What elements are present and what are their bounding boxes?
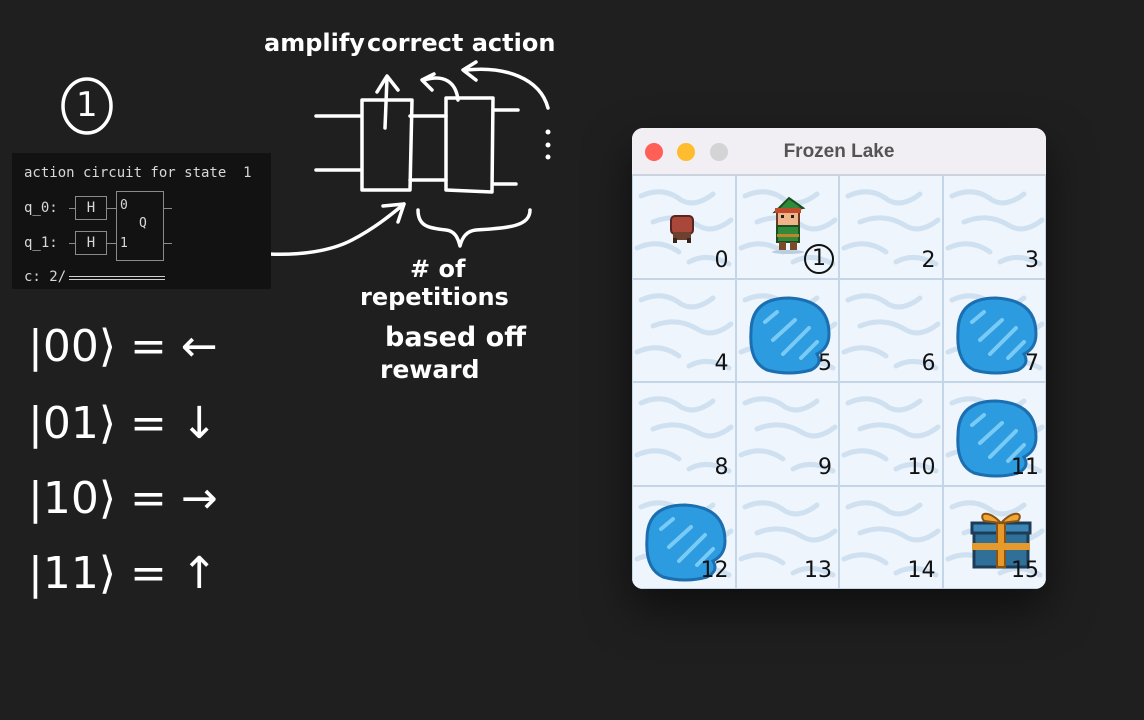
repetitions-note-2: repetitions [360, 283, 509, 311]
board-cell-3: 3 [942, 175, 1046, 279]
cell-number: 13 [804, 558, 832, 583]
title-bar[interactable]: Frozen Lake [632, 128, 1046, 175]
ice-hole-icon [955, 295, 1038, 374]
board-cell-2: 2 [839, 175, 943, 279]
window-title: Frozen Lake [783, 141, 895, 162]
board-cell-13: 13 [735, 485, 839, 589]
board-cell-4: 4 [632, 278, 736, 382]
cell-number: 11 [1011, 454, 1039, 480]
cell-number: 7 [1025, 351, 1039, 376]
start-stool-icon [670, 215, 694, 243]
h-gate-q1: H [75, 231, 107, 255]
sketch-gate-1 [360, 98, 414, 192]
board-cell-10: 10 [839, 382, 943, 486]
cell-number: 12 [700, 558, 729, 583]
board-cell-15: 15 [942, 485, 1046, 589]
step-marker-circle [61, 77, 113, 135]
ice-hole-icon [748, 295, 831, 374]
cell-number: 6 [921, 351, 936, 376]
minimize-button[interactable] [677, 143, 695, 161]
board-cell-0: 0 [632, 175, 736, 279]
board-cell-6: 6 [839, 278, 943, 382]
cell-number: 9 [818, 454, 832, 480]
cell-number: 4 [714, 351, 729, 376]
action-map-11: |11⟩ = ↑ [28, 548, 218, 599]
q1-label: q_1: [24, 235, 58, 251]
board-cell-9: 9 [735, 382, 839, 486]
correct-action-label: correct action [367, 29, 556, 57]
goal-present-icon [970, 512, 1031, 568]
h-gate-q0: H [75, 196, 107, 220]
cell-number: 5 [818, 351, 832, 376]
repetitions-note-4: reward [380, 355, 480, 384]
zoom-button[interactable] [710, 143, 728, 161]
cell-number: 15 [1011, 558, 1039, 583]
q-gate: 0 Q 1 [116, 191, 164, 261]
board-cell-1: 1 [735, 175, 839, 279]
cell-number: 2 [921, 247, 936, 273]
board-cell-7: 7 [942, 278, 1046, 382]
classical-register-label: c: 2/ [24, 269, 67, 285]
repetitions-note-3: based off [385, 322, 527, 353]
board-cell-5: 5 [735, 278, 839, 382]
cell-number: 14 [907, 558, 936, 583]
player-elf-icon [771, 196, 805, 254]
action-map-01: |01⟩ = ↓ [28, 398, 218, 449]
cell-number: 1 [804, 243, 834, 274]
cell-number: 8 [714, 454, 729, 480]
cell-number: 3 [1025, 247, 1039, 273]
circuit-title: action circuit for state 1 [24, 165, 252, 181]
q0-label: q_0: [24, 200, 58, 216]
board-cell-11: 11 [942, 382, 1046, 486]
close-button[interactable] [645, 143, 663, 161]
ice-hole-icon [645, 502, 727, 581]
action-circuit-printout: action circuit for state 1 q_0: q_1: c: … [12, 153, 271, 289]
board-cell-8: 8 [632, 382, 736, 486]
cell-number: 10 [907, 454, 936, 480]
sketch-gate-2 [444, 96, 495, 194]
repetition-brace [416, 208, 532, 248]
step-marker: 1 [76, 85, 98, 125]
repetitions-note-1: # of [410, 255, 466, 283]
board-cell-14: 14 [839, 485, 943, 589]
action-map-00: |00⟩ = ← [28, 321, 218, 372]
action-map-10: |10⟩ = → [28, 473, 218, 524]
board-cell-12: 12 [632, 485, 736, 589]
amplify-label: amplify [264, 29, 365, 57]
cell-number: 0 [714, 247, 729, 273]
ice-hole-icon [955, 399, 1038, 478]
